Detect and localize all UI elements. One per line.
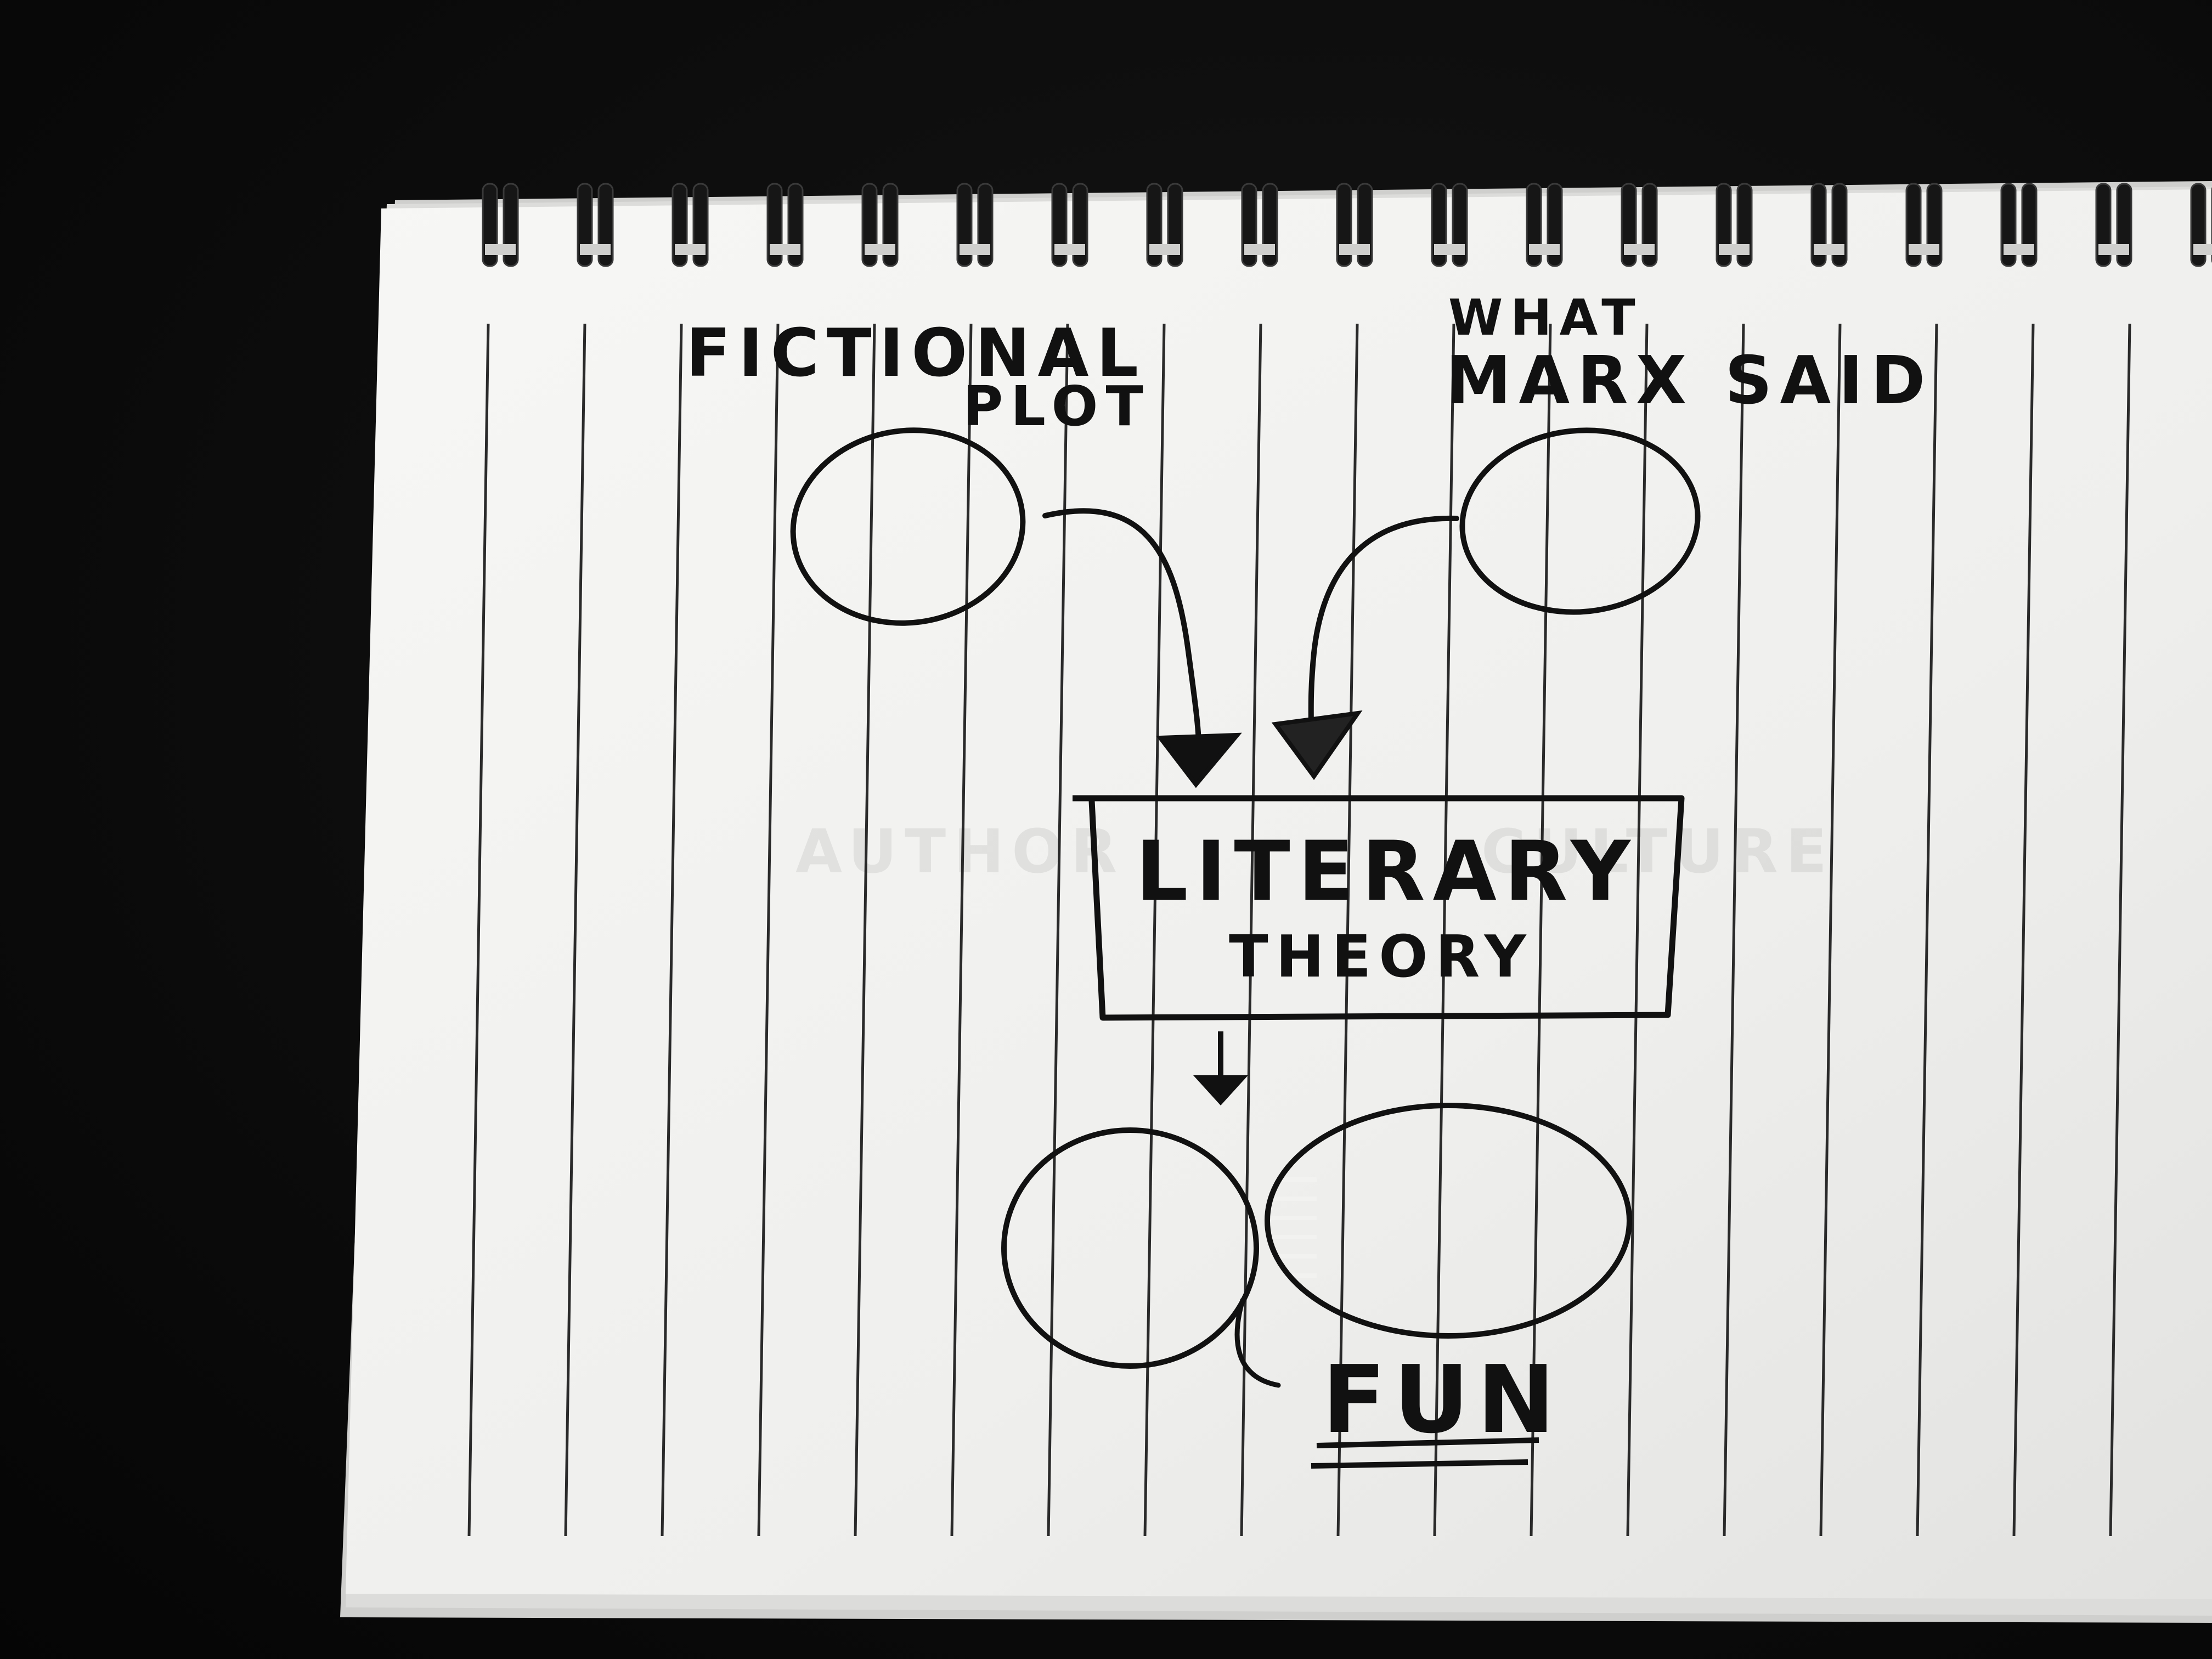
spiral-coil xyxy=(1146,183,1183,267)
result-underline-1 xyxy=(1316,1437,1539,1448)
right-input-circle xyxy=(1459,427,1701,615)
right-input-arrow-shaft xyxy=(1308,515,1459,735)
spiral-coil xyxy=(2095,183,2132,267)
notebook-page xyxy=(346,189,2212,1599)
result-label-group: FUN xyxy=(1311,1346,1562,1469)
left-input-circle xyxy=(790,427,1026,626)
spiral-coil xyxy=(1051,183,1088,267)
box-label-line2: THEORY xyxy=(1229,923,1534,990)
spiral-coil xyxy=(766,183,804,267)
ruled-line xyxy=(1723,323,1745,1537)
right-input-node: WHAT MARX SAID xyxy=(1271,289,1933,780)
spiral-coil xyxy=(1621,183,1658,267)
spiral-coil xyxy=(956,183,994,267)
svg-text:AUTHOR: AUTHOR xyxy=(795,816,1125,887)
venn-pointer xyxy=(1234,1297,1281,1388)
left-input-node: FICTIONAL PLOT xyxy=(686,315,1242,788)
ruled-line xyxy=(661,323,683,1537)
ruled-line xyxy=(950,323,973,1537)
ruled-line xyxy=(1240,323,1262,1537)
literary-theory-box: LITERARY THEORY xyxy=(1073,795,1685,1021)
box-outline xyxy=(1073,795,1685,1021)
result-underline-2 xyxy=(1311,1459,1528,1469)
ruled-lines xyxy=(467,323,2131,1537)
spiral-coil xyxy=(577,183,614,267)
venn-left-circle xyxy=(1001,1127,1259,1369)
left-input-arrowhead xyxy=(1156,732,1242,788)
ruled-line xyxy=(757,323,780,1537)
bleed-through-text: AUTHOR CULTURE xyxy=(795,816,1835,887)
spiral-coil xyxy=(1905,183,1943,267)
venn-overlap-hatching xyxy=(1267,1177,1317,1278)
output-arrow xyxy=(1193,1031,1248,1105)
ruled-line xyxy=(1626,323,1649,1537)
left-input-arrow-shaft xyxy=(1042,508,1201,749)
venn-diagram xyxy=(1001,1103,1632,1388)
ruled-line xyxy=(1819,323,1842,1537)
venn-right-circle xyxy=(1265,1103,1632,1339)
spiral-coil xyxy=(1336,183,1373,267)
ruled-line xyxy=(854,323,876,1537)
spiral-coil xyxy=(2190,183,2212,267)
ruled-line xyxy=(467,323,490,1537)
ruled-line xyxy=(1530,323,1552,1537)
ruled-line xyxy=(1916,323,1938,1537)
left-input-label-line1: FICTIONAL xyxy=(686,315,1146,392)
ruled-line xyxy=(2109,323,2131,1537)
result-label: FUN xyxy=(1322,1346,1562,1454)
box-label-line1: LITERARY xyxy=(1136,824,1638,919)
ruled-line xyxy=(1336,323,1359,1537)
spiral-coil xyxy=(1241,183,1278,267)
spiral-coil xyxy=(672,183,709,267)
spiral-coil xyxy=(1526,183,1563,267)
ruled-line xyxy=(1047,323,1069,1537)
spiral-coil xyxy=(1431,183,1468,267)
spiral-coil xyxy=(482,183,519,267)
svg-text:CULTURE: CULTURE xyxy=(1481,816,1835,887)
spiral-coil xyxy=(1810,183,1848,267)
spiral-binding xyxy=(482,183,2212,267)
spiral-coil xyxy=(2000,183,2038,267)
spiral-coil xyxy=(1716,183,1753,267)
spiral-coil xyxy=(861,183,899,267)
left-input-label-line2: PLOT xyxy=(963,374,1151,438)
ruled-line xyxy=(1143,323,1166,1537)
right-input-arrowhead xyxy=(1271,710,1363,780)
right-input-label-line1: WHAT xyxy=(1448,289,1643,347)
ruled-line xyxy=(564,323,586,1537)
ruled-line xyxy=(2012,323,2035,1537)
right-input-label-line2: MARX SAID xyxy=(1446,343,1933,419)
